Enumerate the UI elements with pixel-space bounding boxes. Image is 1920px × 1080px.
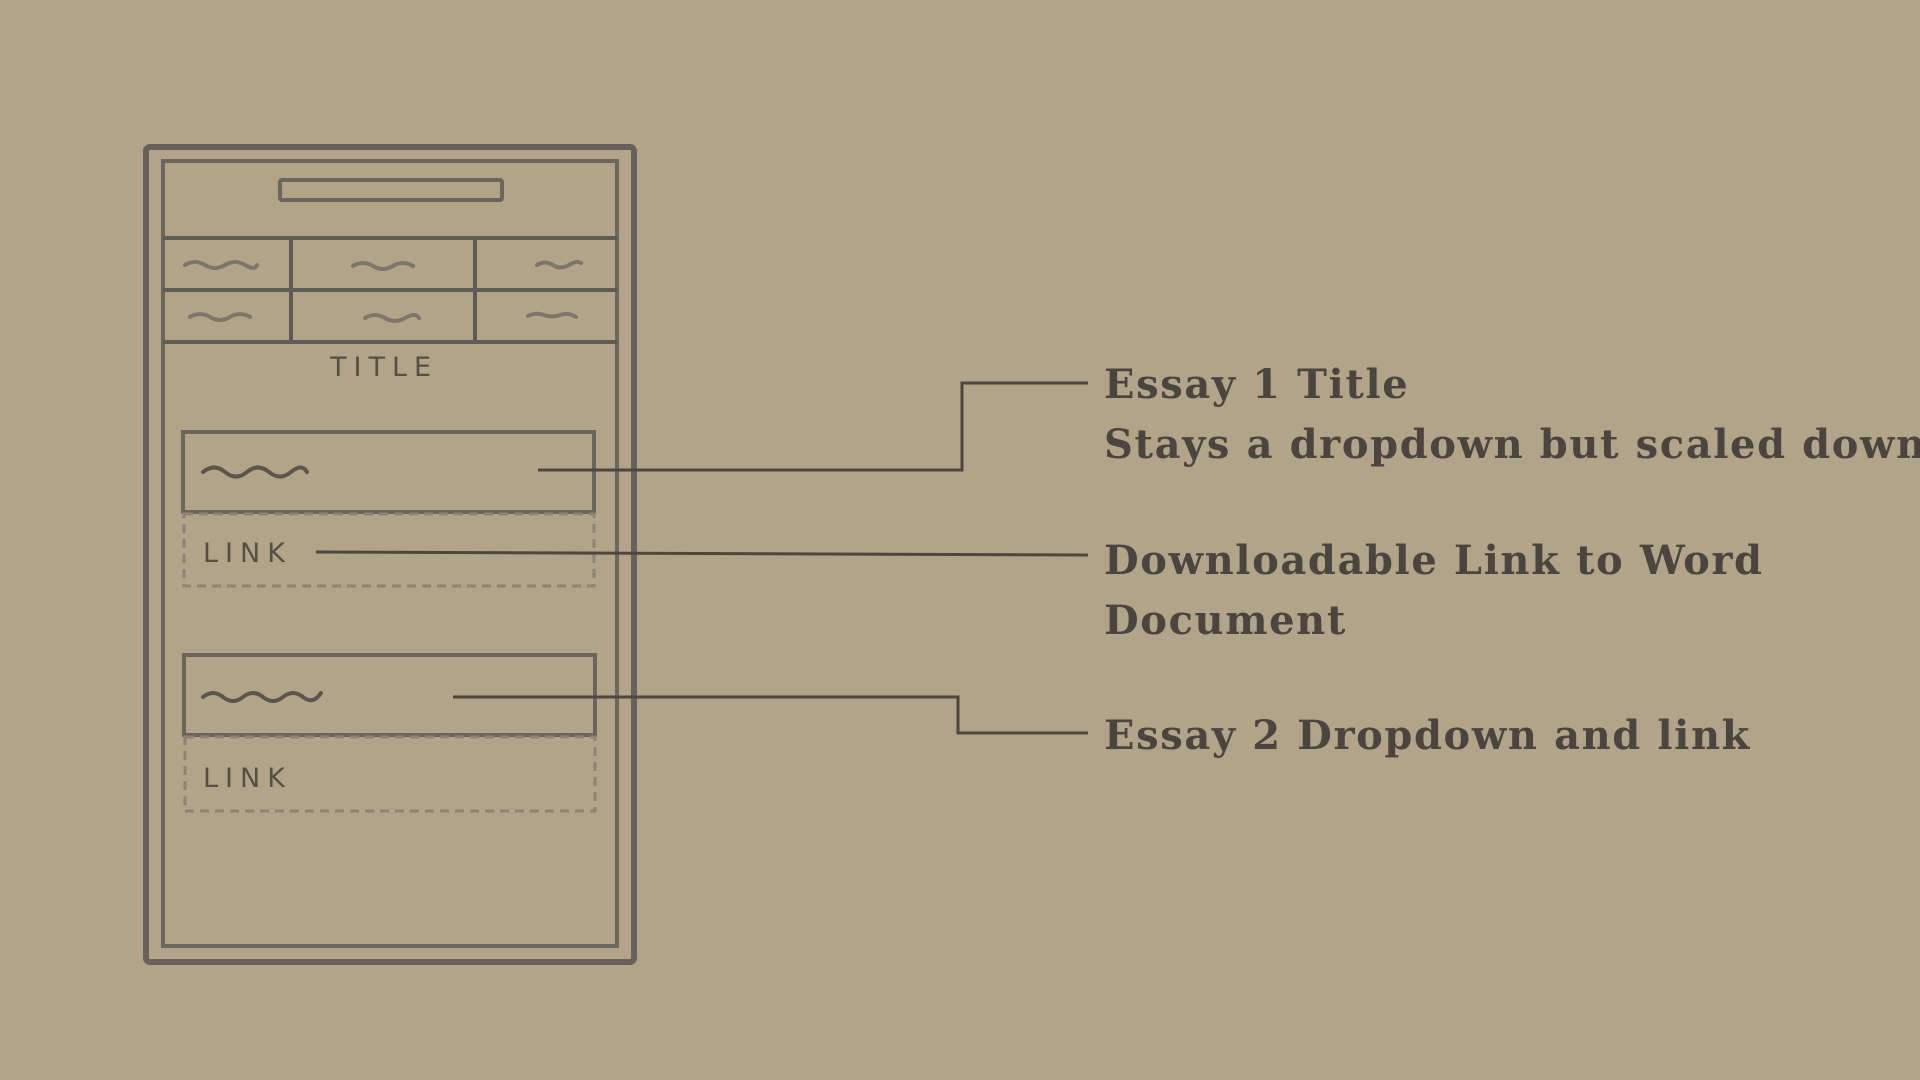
annotation-essay1: Essay 1 Title Stays a dropdown but scale… bbox=[1104, 355, 1920, 475]
annotation-essay2: Essay 2 Dropdown and link bbox=[1104, 706, 1751, 766]
annotation-link-line2: Document bbox=[1104, 597, 1347, 644]
essay2-dropdown-squiggle bbox=[201, 691, 323, 703]
essay2-link-label: LINK bbox=[203, 763, 292, 794]
essay1-dropdown-squiggle bbox=[201, 465, 309, 479]
essay1-link-label: LINK bbox=[203, 538, 292, 569]
annotation-essay1-title: Essay 1 Title bbox=[1104, 361, 1410, 408]
nav-grid bbox=[163, 236, 617, 344]
header-bar bbox=[278, 178, 504, 202]
essay2-dropdown-box bbox=[182, 653, 597, 737]
annotation-essay2-line1: Essay 2 Dropdown and link bbox=[1104, 712, 1751, 759]
leader-line-essay1 bbox=[538, 381, 1088, 472]
essay1-dropdown-box bbox=[181, 430, 596, 514]
annotation-link: Downloadable Link to Word Document bbox=[1104, 531, 1764, 651]
leader-line-link bbox=[315, 550, 1089, 557]
annotation-essay1-detail: Stays a dropdown but scaled down bbox=[1104, 421, 1920, 468]
annotation-link-line1: Downloadable Link to Word bbox=[1104, 537, 1764, 584]
essay2-link-box bbox=[183, 735, 597, 813]
mockup-title-label: TITLE bbox=[329, 352, 438, 383]
leader-line-essay2 bbox=[453, 695, 1088, 735]
nav-grid-squiggles bbox=[183, 259, 583, 323]
